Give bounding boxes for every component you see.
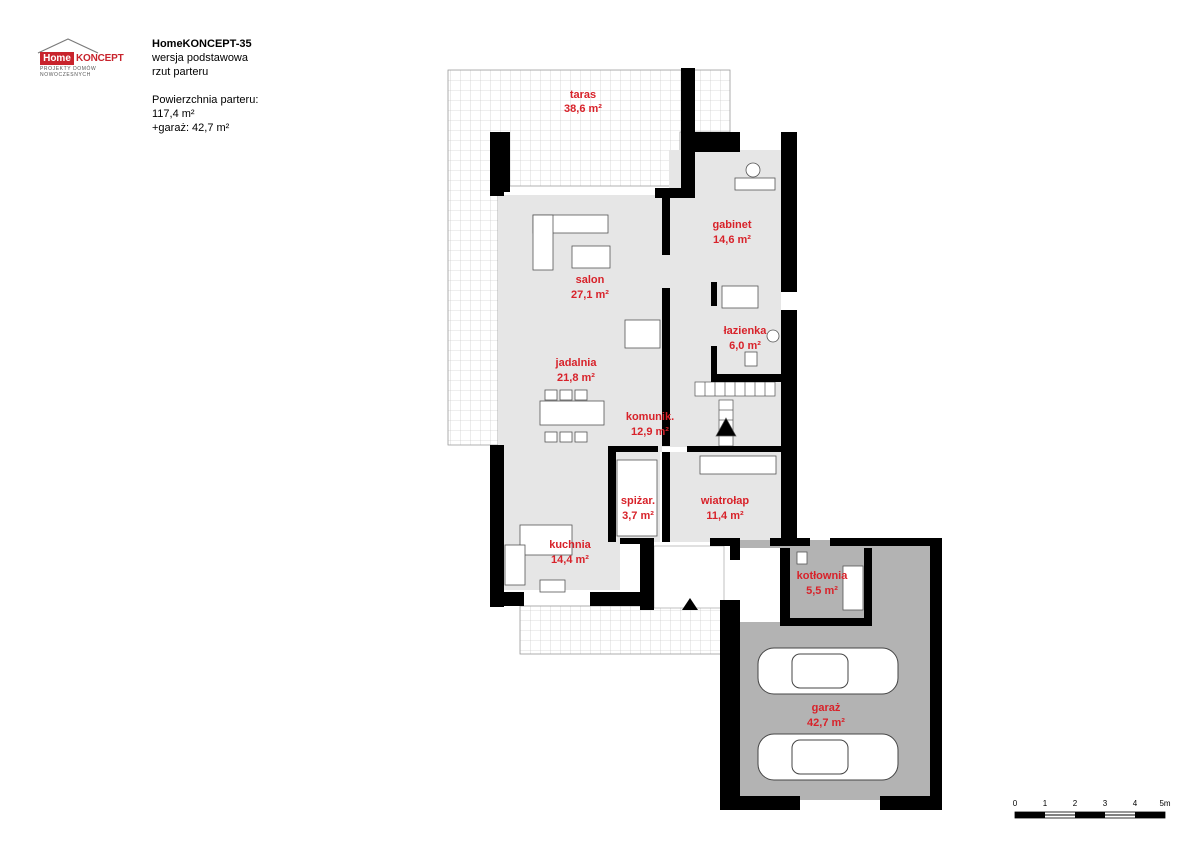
- garage-area-value: +garaż: 42,7 m²: [152, 122, 230, 134]
- room-name-jadalnia: jadalnia: [555, 357, 598, 369]
- entrance-arrow-icon: [682, 598, 698, 610]
- room-area-kuchnia: 14,4 m²: [551, 554, 589, 566]
- scale-tick-5m: 5m: [1159, 799, 1170, 808]
- room-name-garaz: garaż: [812, 702, 841, 714]
- room-area-taras: 38,6 m²: [564, 103, 602, 115]
- room-area-komunik: 12,9 m²: [631, 426, 669, 438]
- furniture: [504, 162, 864, 611]
- room-name-wiatrolap: wiatrołap: [700, 495, 750, 507]
- roof-icon: [37, 38, 99, 54]
- room-name-gabinet: gabinet: [712, 219, 751, 231]
- room-name-kotlownia: kotłownia: [797, 570, 849, 582]
- project-title: HomeKONCEPT-35: [152, 38, 252, 50]
- room-area-lazienka: 6,0 m²: [729, 340, 761, 352]
- room-name-lazienka: łazienka: [724, 325, 768, 337]
- room-name-komunik: komunik.: [626, 411, 674, 423]
- floor-areas: [498, 150, 930, 800]
- logo-home-text: Home: [40, 52, 74, 65]
- room-name-spizarnia: spiżar.: [621, 495, 655, 507]
- scale-tick-0: 0: [1013, 799, 1018, 808]
- room-name-salon: salon: [576, 274, 605, 286]
- room-area-garaz: 42,7 m²: [807, 717, 845, 729]
- homekoncept-logo: Home KONCEPT PROJEKTY DOMÓW NOWOCZESNYCH: [36, 38, 140, 78]
- terrace-tiles: [447, 69, 731, 655]
- scale-tick-1: 1: [1043, 799, 1048, 808]
- room-area-wiatrolap: 11,4 m²: [706, 510, 744, 522]
- project-version: wersja podstawowa: [152, 52, 248, 64]
- scale-bar: 0 1 2 3 4 5m: [1013, 799, 1171, 819]
- logo-koncept-text: KONCEPT: [76, 53, 124, 64]
- scale-tick-4: 4: [1133, 799, 1138, 808]
- area-label: Powierzchnia parteru:: [152, 94, 259, 106]
- room-name-kuchnia: kuchnia: [549, 539, 591, 551]
- room-area-jadalnia: 21,8 m²: [557, 372, 595, 384]
- staircase: [694, 381, 776, 447]
- logo-tagline: PROJEKTY DOMÓW NOWOCZESNYCH: [40, 66, 97, 78]
- room-name-taras: taras: [570, 89, 596, 101]
- project-view: rzut parteru: [152, 66, 209, 78]
- room-labels: taras 38,6 m² gabinet 14,6 m² salon 27,1…: [549, 89, 848, 729]
- room-area-spizarnia: 3,7 m²: [622, 510, 654, 522]
- project-info: HomeKONCEPT-35 wersja podstawowa rzut pa…: [152, 37, 258, 135]
- room-area-gabinet: 14,6 m²: [713, 234, 751, 246]
- garage-cars: [757, 647, 899, 781]
- walls: [490, 68, 942, 810]
- scale-tick-3: 3: [1103, 799, 1108, 808]
- room-area-salon: 27,1 m²: [571, 289, 609, 301]
- room-area-kotlownia: 5,5 m²: [806, 585, 838, 597]
- scale-tick-2: 2: [1073, 799, 1078, 808]
- area-value: 117,4 m²: [152, 108, 195, 120]
